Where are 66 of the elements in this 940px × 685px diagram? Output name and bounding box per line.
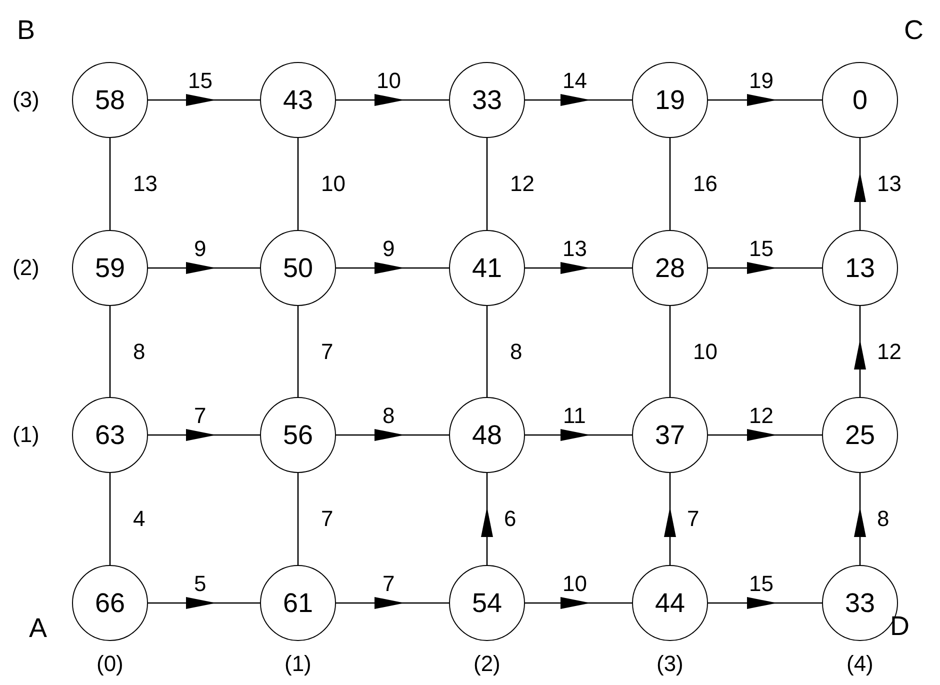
arrow: [336, 94, 449, 106]
arrow: [148, 94, 260, 106]
connector-line: [486, 138, 488, 230]
arrow: [525, 262, 632, 274]
arrow: [525, 94, 632, 106]
node-value: 0: [852, 86, 868, 114]
connector-line: [297, 306, 299, 397]
arrow: [854, 306, 866, 397]
connector-line: [669, 306, 671, 397]
column-index: (0): [96, 653, 124, 675]
arrow: [481, 473, 493, 565]
node-value: 63: [94, 422, 126, 448]
connector-line: [669, 138, 671, 230]
node-value: 56: [282, 422, 314, 448]
arrow: [525, 429, 632, 441]
column-index: (2): [474, 653, 500, 675]
node-value: 19: [654, 86, 686, 114]
node-value: 48: [472, 422, 502, 448]
edge-label: 8: [509, 340, 524, 362]
column-index: (1): [284, 653, 312, 675]
node-value: 50: [282, 254, 314, 282]
arrow: [708, 262, 822, 274]
corner-letter: D: [890, 612, 910, 640]
arrow: [664, 473, 676, 565]
connector-line: [109, 138, 111, 230]
node-value: 28: [654, 254, 686, 282]
row-index: (3): [12, 89, 40, 111]
corner-letter: A: [29, 614, 48, 642]
arrow: [148, 429, 260, 441]
node-value: 33: [844, 590, 876, 616]
node-value: 13: [844, 254, 876, 282]
arrow: [336, 597, 449, 609]
node-value: 33: [472, 86, 502, 114]
node-value: 25: [844, 422, 876, 448]
connector-line: [109, 473, 111, 565]
node-value: 43: [282, 86, 314, 114]
row-index: (2): [12, 257, 40, 279]
arrow: [708, 429, 822, 441]
corner-letter: B: [17, 16, 36, 44]
edge-label: 10: [692, 340, 718, 362]
corner-letter: C: [904, 16, 924, 44]
node-value: 41: [472, 254, 502, 282]
arrow: [148, 262, 260, 274]
column-index: (4): [846, 653, 874, 675]
arrow: [708, 597, 822, 609]
arrow: [525, 597, 632, 609]
arrow: [854, 138, 866, 230]
connector-line: [486, 306, 488, 397]
connector-line: [297, 473, 299, 565]
row-index: (1): [12, 424, 40, 446]
arrow: [148, 597, 260, 609]
node-value: 66: [94, 590, 126, 616]
edge-label: 8: [132, 340, 146, 362]
node-value: 61: [282, 590, 314, 616]
arrow: [708, 94, 822, 106]
node-value: 37: [654, 422, 686, 448]
column-index: (3): [656, 653, 684, 675]
node-value: 44: [654, 590, 686, 616]
arrow: [854, 473, 866, 565]
node-value: 58: [94, 86, 126, 114]
connector-line: [109, 306, 111, 397]
node-value: 59: [94, 254, 126, 282]
arrow: [336, 262, 449, 274]
node-value: 54: [472, 590, 502, 616]
connector-line: [297, 138, 299, 230]
arrow: [336, 429, 449, 441]
